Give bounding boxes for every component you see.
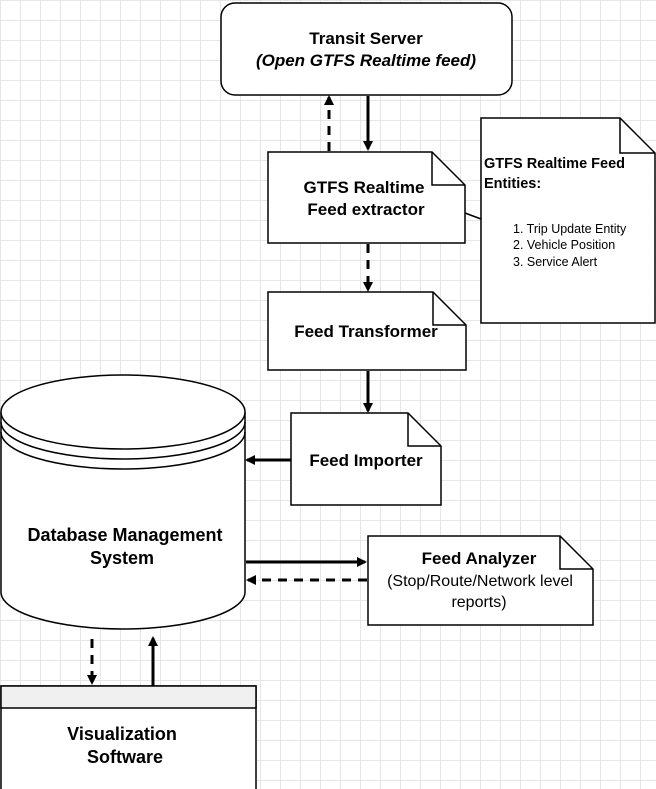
visualization-line1: Visualization [67,724,177,744]
feed-entities-item: 1. Trip Update Entity [513,222,627,236]
feed-transformer-node: Feed Transformer [267,291,467,371]
feed-entities-note: GTFS Realtime Feed Entities: 1. Trip Upd… [480,117,656,324]
feed-entities-item: 3. Service Alert [513,255,598,269]
extractor-note-connector [464,212,482,220]
feed-analyzer-desc-line2: reports) [451,594,506,611]
feed-extractor-node: GTFS Realtime Feed extractor [267,151,466,244]
feed-importer-node: Feed Importer [290,412,442,506]
feed-analyzer-title: Feed Analyzer [422,549,537,568]
database-node: Database Management System [0,374,246,630]
database-line2: System [90,548,154,568]
feed-extractor-line1: GTFS Realtime [304,178,425,197]
visualization-line2: Software [87,747,163,767]
feed-entities-title-line2: Entities: [484,176,541,192]
feed-analyzer-node: Feed Analyzer (Stop/Route/Network level … [367,535,594,626]
feed-entities-title-line1: GTFS Realtime Feed [484,156,625,172]
feed-entities-item: 2. Vehicle Position [513,238,615,252]
feed-extractor-line2: Feed extractor [307,200,425,219]
transit-server-node: Transit Server (Open GTFS Realtime feed) [220,2,513,96]
transit-server-subtitle: (Open GTFS Realtime feed) [256,51,476,70]
database-line1: Database Management [27,525,222,545]
feed-analyzer-desc-line1: (Stop/Route/Network level [387,573,573,590]
transit-server-title: Transit Server [309,29,423,48]
feed-transformer-label: Feed Transformer [294,322,438,341]
visualization-software-node: Visualization Software [0,685,257,789]
feed-importer-label: Feed Importer [309,451,423,470]
